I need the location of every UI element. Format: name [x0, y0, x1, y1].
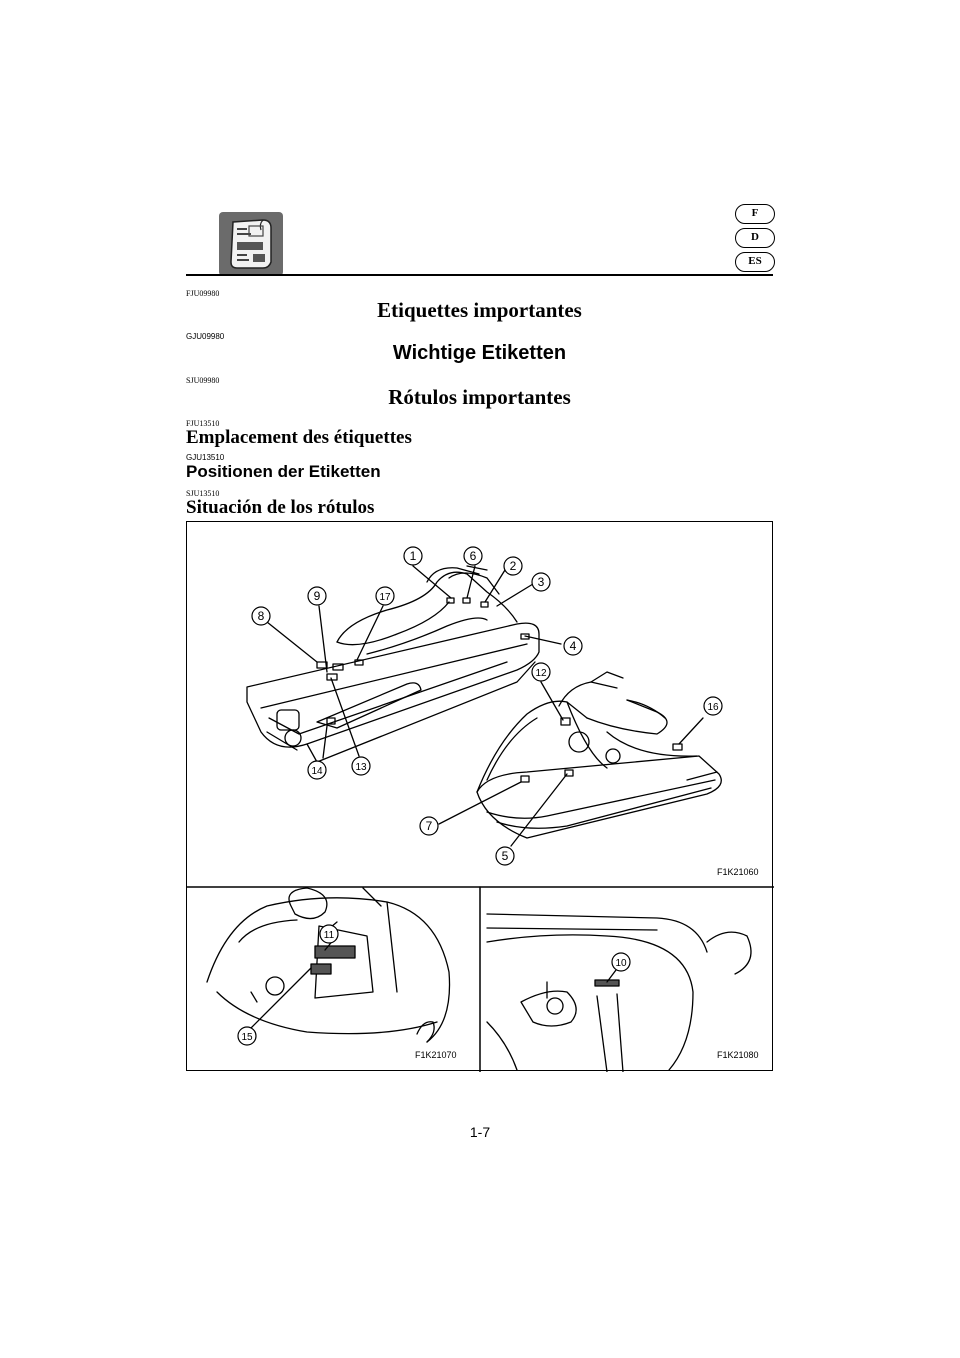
callout-6: 6: [463, 546, 483, 566]
subsection-code-de: GJU13510: [186, 453, 225, 462]
subsection-code-fr: FJU13510: [186, 419, 220, 428]
callout-12: 12: [531, 662, 551, 682]
callout-10-label: 10: [615, 958, 627, 969]
callout-16-label: 16: [707, 702, 719, 713]
watercraft-front-view: [476, 671, 722, 839]
callout-2-label: 2: [510, 559, 517, 573]
callout-15-label: 15: [241, 1032, 253, 1043]
page-title-de: Wichtige Etiketten: [392, 342, 567, 364]
compartment-inset: [486, 913, 752, 1072]
callout-13-label: 13: [355, 762, 367, 773]
callout-2: 2: [503, 556, 523, 576]
engine-bay-inset: [206, 887, 451, 1043]
callout-7: 7: [419, 816, 439, 836]
callout-14-label: 14: [311, 766, 323, 777]
callout-15: 15: [237, 1026, 257, 1046]
section-code-fr: FJU09980: [186, 289, 220, 298]
subsection-title-es: Situación de los rótulos: [186, 497, 375, 518]
figure-code-bottom-right: F1K21080: [717, 1050, 759, 1060]
callout-14: 14: [307, 760, 327, 780]
callout-17: 17: [375, 586, 395, 606]
language-badge-f: F: [735, 204, 775, 224]
language-tabs: F D ES: [735, 204, 775, 276]
callout-16: 16: [703, 696, 723, 716]
page-number: 1-7: [469, 1124, 491, 1140]
subsection-code-es: SJU13510: [186, 489, 220, 498]
callout-17-label: 17: [379, 592, 391, 603]
callout-4: 4: [563, 636, 583, 656]
label-location-figure: 1 6 2 3 9 17 8 4 12 16 14 13 7 5 11 15 1…: [186, 521, 774, 1072]
callout-5-label: 5: [502, 849, 509, 863]
subsection-title-fr: Emplacement des étiquettes: [186, 427, 412, 448]
section-code-de: GJU09980: [186, 332, 225, 341]
callout-9: 9: [307, 586, 327, 606]
callout-6-label: 6: [470, 549, 477, 563]
callout-12-label: 12: [535, 668, 547, 679]
callout-11-label: 11: [324, 930, 335, 941]
callout-4-label: 4: [570, 639, 577, 653]
header-rule: [186, 274, 773, 276]
section-code-es: SJU09980: [186, 376, 220, 385]
language-badge-d: D: [735, 228, 775, 248]
page-title-fr: Etiquettes importantes: [377, 298, 582, 322]
manual-icon: [219, 212, 283, 276]
callout-1: 1: [403, 546, 423, 566]
callout-3-label: 3: [538, 575, 545, 589]
callout-11: 11: [319, 924, 339, 944]
language-badge-es: ES: [735, 252, 775, 272]
page-title-es: Rótulos importantes: [388, 385, 571, 409]
callout-8: 8: [251, 606, 271, 626]
callout-7-label: 7: [426, 819, 433, 833]
callout-10: 10: [611, 952, 631, 972]
callout-3: 3: [531, 572, 551, 592]
subsection-title-de: Positionen der Etiketten: [186, 462, 381, 481]
figure-code-main: F1K21060: [717, 867, 759, 877]
figure-code-bottom-left: F1K21070: [415, 1050, 457, 1060]
callout-9-label: 9: [314, 589, 321, 603]
figure-drawing: 1 6 2 3 9 17 8 4 12 16 14 13 7 5 11 15 1…: [187, 546, 774, 1072]
callout-8-label: 8: [258, 609, 265, 623]
callout-5: 5: [495, 846, 515, 866]
callout-13: 13: [351, 756, 371, 776]
callout-1-label: 1: [410, 549, 417, 563]
